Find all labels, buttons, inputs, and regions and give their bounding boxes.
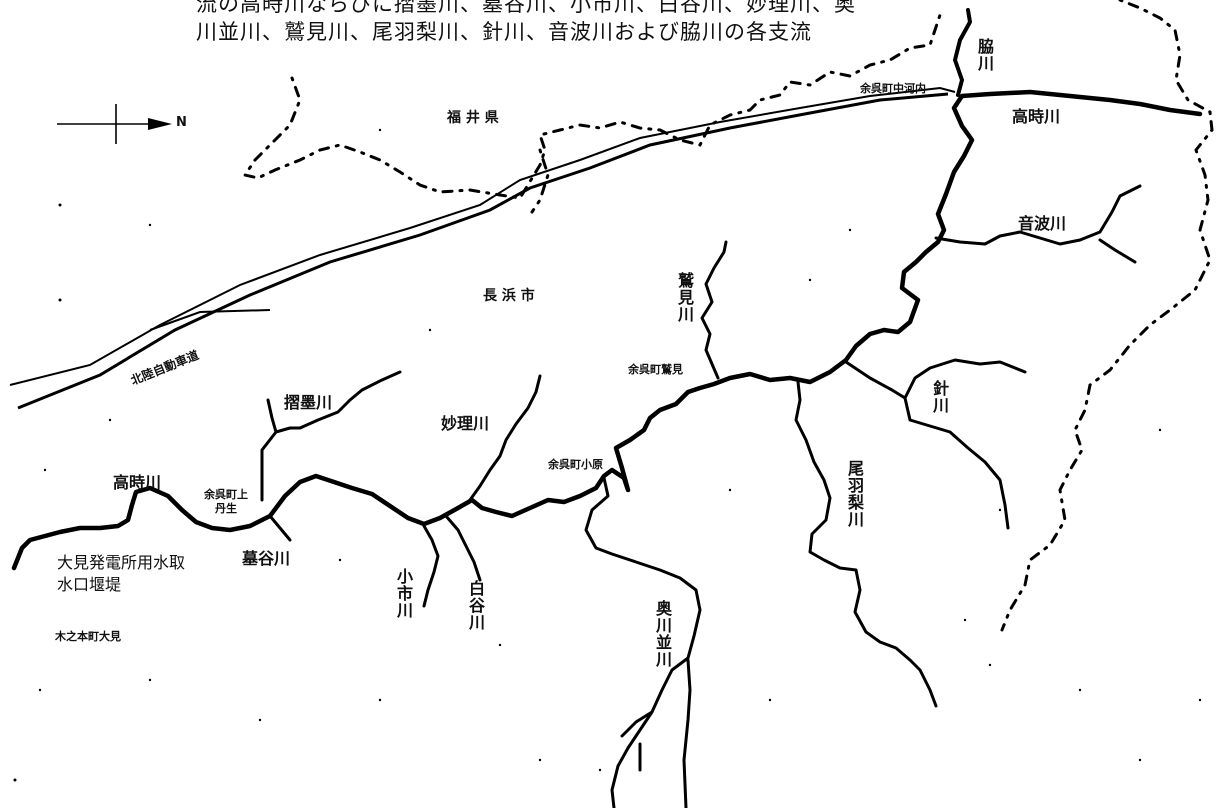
label-waki: 脇川 [975,38,994,72]
label-takatoki-upper: 高時川 [1012,107,1061,126]
caption-line-1: 流の高時川ならびに摺墨川、墓谷川、小市川、白谷川、妙理川、奥 [196,0,856,16]
label-koichi: 小市川 [394,568,413,619]
place-washimi: 余呉町鷲見 [628,363,683,376]
label-takatoki-lower: 高時川 [113,473,162,492]
label-myori: 妙理川 [441,414,490,433]
label-obanashi: 尾羽梨川 [845,460,864,528]
river-obanashi [794,380,938,708]
river-okukawanami [584,476,702,808]
river-myori [468,374,542,502]
river-hakatani [268,514,292,542]
expressway-spur [149,309,271,331]
river-washimi [700,240,728,380]
label-okukawanami: 奥川並川 [653,600,672,668]
label-surusumi: 摺墨川 [284,393,333,412]
place-nakagochi: 余呉町中河内 [860,82,926,95]
river-koichi [422,524,440,608]
label-hari: 針川 [930,380,949,414]
scan-speckles [13,128,1202,782]
label-shiratani: 白谷川 [466,580,485,631]
compass-arrow-icon [57,104,172,144]
river-takatoki-main [11,89,1203,571]
river-waki [953,8,972,97]
region-fukui: 福 井 県 [447,110,499,126]
place-kaminyu: 余呉町上丹生 [204,488,248,515]
north-label: N [176,115,187,130]
label-hakatani: 墓谷川 [242,549,291,568]
expressway-line-b [17,92,949,410]
label-washimi: 鷲見川 [675,272,694,323]
prefecture-border-north [242,13,942,200]
caption-line-2: 川並川、鷲見川、尾羽梨川、針川、音波川および脇川の各支流 [196,20,812,44]
label-otonami: 音波川 [1018,214,1067,233]
prefecture-border-spur [530,148,550,214]
facility-intake-weir: 大見発電所用水取水口堰堤 [57,553,186,594]
river-shiratani [444,514,482,582]
place-ohara: 余呉町小原 [548,458,603,471]
expressway-line-a [9,86,956,386]
river-hari [844,358,1027,530]
place-omi: 木之本町大見 [55,630,121,643]
river-otonami [934,184,1142,264]
prefecture-border-east [1000,0,1214,632]
region-nagahama: 長 浜 市 [483,288,535,304]
river-surusumi [260,370,402,502]
